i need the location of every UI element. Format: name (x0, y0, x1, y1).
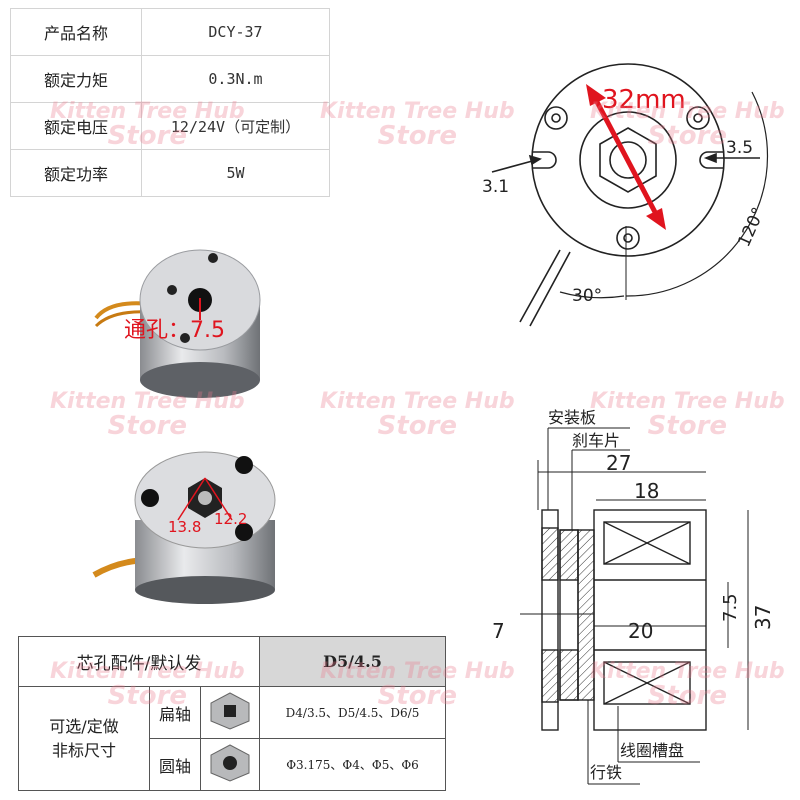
shaft-sizes: D4/3.5、D5/4.5、D6/5 (259, 686, 446, 739)
lead-wire (519, 249, 571, 327)
angle-120-label: 120° (734, 204, 769, 250)
side-slot (532, 151, 557, 169)
shaft-type: 圆轴 (149, 738, 201, 791)
flat-shaft-icon (200, 686, 260, 739)
options-table: 芯孔配件/默认发 D5/4.5 可选/定做 非标尺寸 扁轴 D4/3.5、D5/… (18, 636, 446, 791)
mount-hole (544, 106, 568, 130)
spec-label: 额定电压 (10, 102, 142, 150)
options-row: 可选/定做 非标尺寸 扁轴 D4/3.5、D5/4.5、D6/5 (18, 686, 446, 791)
dim-37-label: 37 (751, 605, 775, 630)
spec-row: 额定电压 12/24V（可定制） (10, 102, 330, 150)
dim-7-5-label: 7.5 (720, 593, 741, 622)
round-shaft-icon (200, 738, 260, 791)
center-hole (609, 141, 647, 179)
spec-label: 额定功率 (10, 149, 142, 197)
mount-hole (616, 226, 640, 250)
spec-value: 12/24V（可定制） (141, 102, 330, 150)
hex-bore (599, 127, 657, 193)
dim-7-label: 7 (492, 619, 505, 643)
spec-label: 额定力矩 (10, 55, 142, 103)
coil-window (603, 661, 691, 705)
yoke-label: 行铁 (590, 763, 622, 782)
hex-dimension-b: 12.2 (214, 510, 248, 528)
section-drawing: 安装板 刹车片 27 18 7 20 7.5 37 线圈槽盘 行铁 (492, 408, 775, 785)
front-view-drawing: 32mm 3.1 3.5 120° 30° (482, 63, 769, 327)
mount-plate (541, 509, 559, 731)
options-header-right: D5/4.5 (259, 636, 446, 687)
product-photo-front (94, 249, 261, 398)
brake-pad-label: 刹车片 (572, 431, 620, 450)
options-header-left: 芯孔配件/默认发 (18, 636, 260, 687)
coil-window (603, 521, 691, 565)
product-photo-hex (92, 451, 276, 604)
spec-value: DCY-37 (141, 8, 330, 56)
mount-plate-label: 安装板 (548, 408, 596, 427)
spec-value: 5W (141, 149, 330, 197)
side-slot (699, 151, 724, 169)
diameter-label: 32mm (602, 85, 686, 115)
slot-left-label: 3.1 (482, 177, 509, 197)
angle-arc-120 (625, 91, 769, 297)
through-hole-label: 通孔：7.5 (124, 318, 225, 343)
shaft-type: 扁轴 (149, 686, 201, 739)
spec-row: 产品名称 DCY-37 (10, 8, 330, 56)
angle-arc-30 (559, 291, 625, 299)
shaft-sizes: Φ3.175、Φ4、Φ5、Φ6 (259, 738, 446, 791)
coil-housing-label: 线圈槽盘 (620, 741, 684, 760)
angle-30-label: 30° (572, 286, 602, 306)
dim-18-label: 18 (634, 479, 659, 503)
hex-dimension-a: 13.8 (168, 518, 202, 536)
spec-table: 产品名称 DCY-37 额定力矩 0.3N.m 额定电压 12/24V（可定制）… (10, 8, 330, 197)
dim-20-label: 20 (628, 619, 653, 643)
coil-housing (593, 509, 707, 731)
spec-row: 额定功率 5W (10, 149, 330, 197)
options-row: 圆轴 Φ3.175、Φ4、Φ5、Φ6 (19, 738, 446, 791)
spec-row: 额定力矩 0.3N.m (10, 55, 330, 103)
options-header-row: 芯孔配件/默认发 D5/4.5 (18, 636, 446, 687)
options-side-label: 可选/定做 非标尺寸 (18, 686, 150, 791)
slot-right-label: 3.5 (726, 138, 753, 158)
inner-ring (579, 111, 677, 209)
diameter-arrow (586, 84, 666, 230)
mount-hole (686, 106, 710, 130)
spec-label: 产品名称 (10, 8, 142, 56)
spec-value: 0.3N.m (141, 55, 330, 103)
dim-27-label: 27 (606, 451, 631, 475)
